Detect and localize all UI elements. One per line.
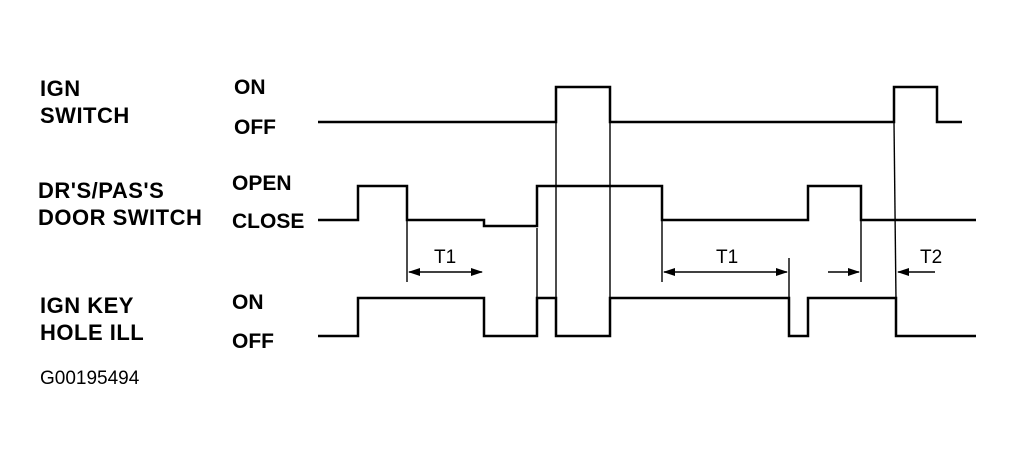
interval-t1-b-label: T1 — [716, 247, 738, 268]
door-switch-label: DR'S/PAS'S DOOR SWITCH — [38, 177, 202, 231]
ign-switch-waveform — [318, 85, 962, 124]
door-open-label: OPEN — [232, 172, 292, 195]
door-close-label: CLOSE — [232, 210, 305, 233]
ign-key-hole-ill-label-line2: HOLE ILL — [40, 320, 145, 345]
ign-off-label: OFF — [234, 116, 276, 139]
door-switch-label-line2: DOOR SWITCH — [38, 205, 203, 230]
ign-key-hole-ill-label-line1: IGN KEY — [40, 293, 134, 318]
figure-id: G00195494 — [40, 368, 140, 389]
interval-t2-label: T2 — [920, 247, 942, 268]
ill-off-label: OFF — [232, 330, 274, 353]
ign-key-hole-ill-label: IGN KEY HOLE ILL — [40, 292, 144, 346]
ign-switch-label-line1: IGN — [40, 76, 81, 101]
ill-waveform — [318, 296, 976, 338]
door-switch-waveform — [318, 184, 976, 228]
ign-switch-label: IGN SWITCH — [40, 75, 130, 129]
ref-line-ign-on-2 — [893, 121, 897, 301]
ign-on-label: ON — [234, 76, 266, 99]
ill-on-label: ON — [232, 291, 264, 314]
interval-t1-a-label: T1 — [434, 247, 456, 268]
ign-switch-label-line2: SWITCH — [40, 103, 130, 128]
door-switch-label-line1: DR'S/PAS'S — [38, 178, 165, 203]
